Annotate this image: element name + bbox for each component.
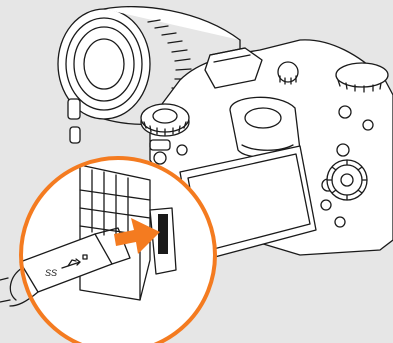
- usb-ss-label: SS: [45, 268, 57, 278]
